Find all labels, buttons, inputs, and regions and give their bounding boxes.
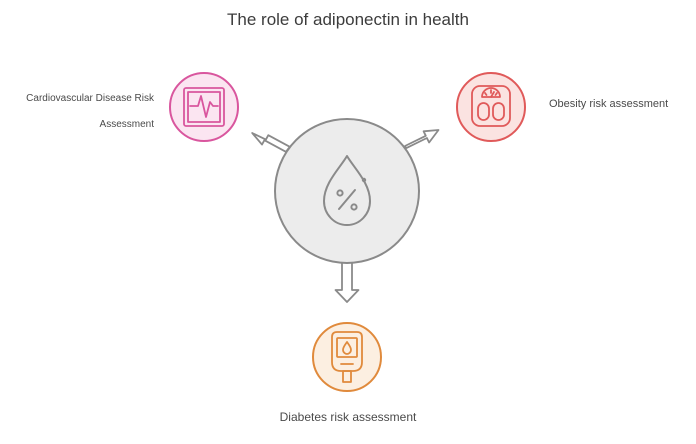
arrow-to-obesity bbox=[404, 129, 440, 150]
connector-arrows bbox=[251, 129, 440, 303]
cardio-label: Cardiovascular Disease Risk Assessment bbox=[14, 86, 154, 138]
central-node bbox=[274, 118, 420, 264]
water-drop-percent-icon bbox=[323, 155, 371, 226]
arrow-to-cardio bbox=[251, 132, 291, 153]
heart-monitor-icon bbox=[183, 87, 225, 127]
central-circle bbox=[274, 118, 420, 264]
obesity-node bbox=[456, 72, 526, 142]
obesity-circle bbox=[456, 72, 526, 142]
diabetes-node bbox=[312, 322, 382, 392]
cardio-label-line-2: Assessment bbox=[99, 119, 154, 130]
cardio-node bbox=[169, 72, 239, 142]
glucose-meter-icon bbox=[331, 331, 363, 383]
diagram-title: The role of adiponectin in health bbox=[227, 10, 469, 29]
arrow-to-diabetes bbox=[334, 261, 360, 303]
cardio-label-line-1: Cardiovascular Disease Risk bbox=[26, 93, 154, 104]
diabetes-label: Diabetes risk assessment bbox=[279, 410, 417, 424]
bathroom-scale-icon bbox=[471, 85, 511, 127]
obesity-label: Obesity risk assessment bbox=[549, 98, 669, 110]
